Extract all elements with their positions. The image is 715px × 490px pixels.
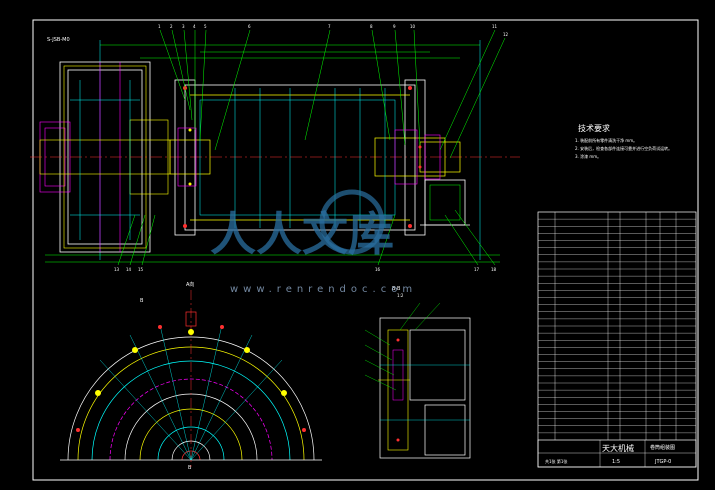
callout-14: 14: [126, 267, 132, 272]
section-b-scale: 1:2: [397, 293, 404, 298]
title-block: 天大机械 卷筒组装图 1:5 JTGP-0 共1张 第1张: [537, 439, 697, 468]
callout-18: 18: [491, 267, 497, 272]
callout-4: 4: [193, 24, 196, 29]
tech-req-title: 技术要求: [578, 123, 610, 133]
callout-13: 13: [114, 267, 120, 272]
title-company: 天大机械: [602, 443, 634, 453]
tech-req-line-2: 2. 安装后，检查各部件连接可靠并进行空负荷试运转。: [575, 145, 672, 151]
main-assembly-view: 1 2 3 4 5 6 7 8 9 10 11 12 13 14 15 16 1…: [30, 24, 520, 272]
section-b-b: B-B 1:2: [364, 286, 471, 459]
callout-6: 6: [248, 24, 251, 29]
section-mark-b-left: B: [140, 298, 144, 304]
callout-17: 17: [474, 267, 480, 272]
top-left-label: S-JSB-M0: [47, 37, 70, 43]
callout-5: 5: [204, 24, 207, 29]
callout-16: 16: [375, 267, 381, 272]
tech-req-line-1: 1. 装配前所有零件清洗干净 mm。: [575, 137, 637, 143]
callout-3: 3: [182, 24, 185, 29]
callout-9: 9: [393, 24, 396, 29]
watermark-chars: 人人文库: [210, 207, 394, 261]
tech-requirements: 技术要求 1. 装配前所有零件清洗干净 mm。 2. 安装后，检查各部件连接可靠…: [575, 123, 672, 159]
callout-8: 8: [370, 24, 373, 29]
watermark: 人人文库 www.renrendoc.com: [210, 189, 417, 295]
callout-2: 2: [170, 24, 173, 29]
title-scale: 1:5: [612, 459, 620, 465]
tech-req-line-3: 3. 涂漆 mm。: [575, 153, 601, 159]
callout-10: 10: [410, 24, 416, 29]
title-sheet: 共1张 第1张: [545, 458, 567, 464]
title-subname: 卷筒组装图: [650, 444, 675, 451]
view-a: A向 B B: [60, 281, 322, 471]
title-drawing-name: JTGP-0: [654, 459, 671, 465]
callout-11: 11: [492, 24, 498, 29]
callout-12: 12: [503, 32, 509, 37]
view-a-label: A向: [186, 281, 194, 288]
drawing-frame: [32, 19, 699, 481]
callout-15: 15: [138, 267, 144, 272]
callout-1: 1: [158, 24, 161, 29]
section-b-label: B-B: [392, 286, 401, 292]
parts-list-table: [537, 211, 697, 468]
section-mark-b-bottom: B: [188, 465, 192, 471]
watermark-url: www.renrendoc.com: [230, 284, 417, 295]
callout-7: 7: [328, 24, 331, 29]
